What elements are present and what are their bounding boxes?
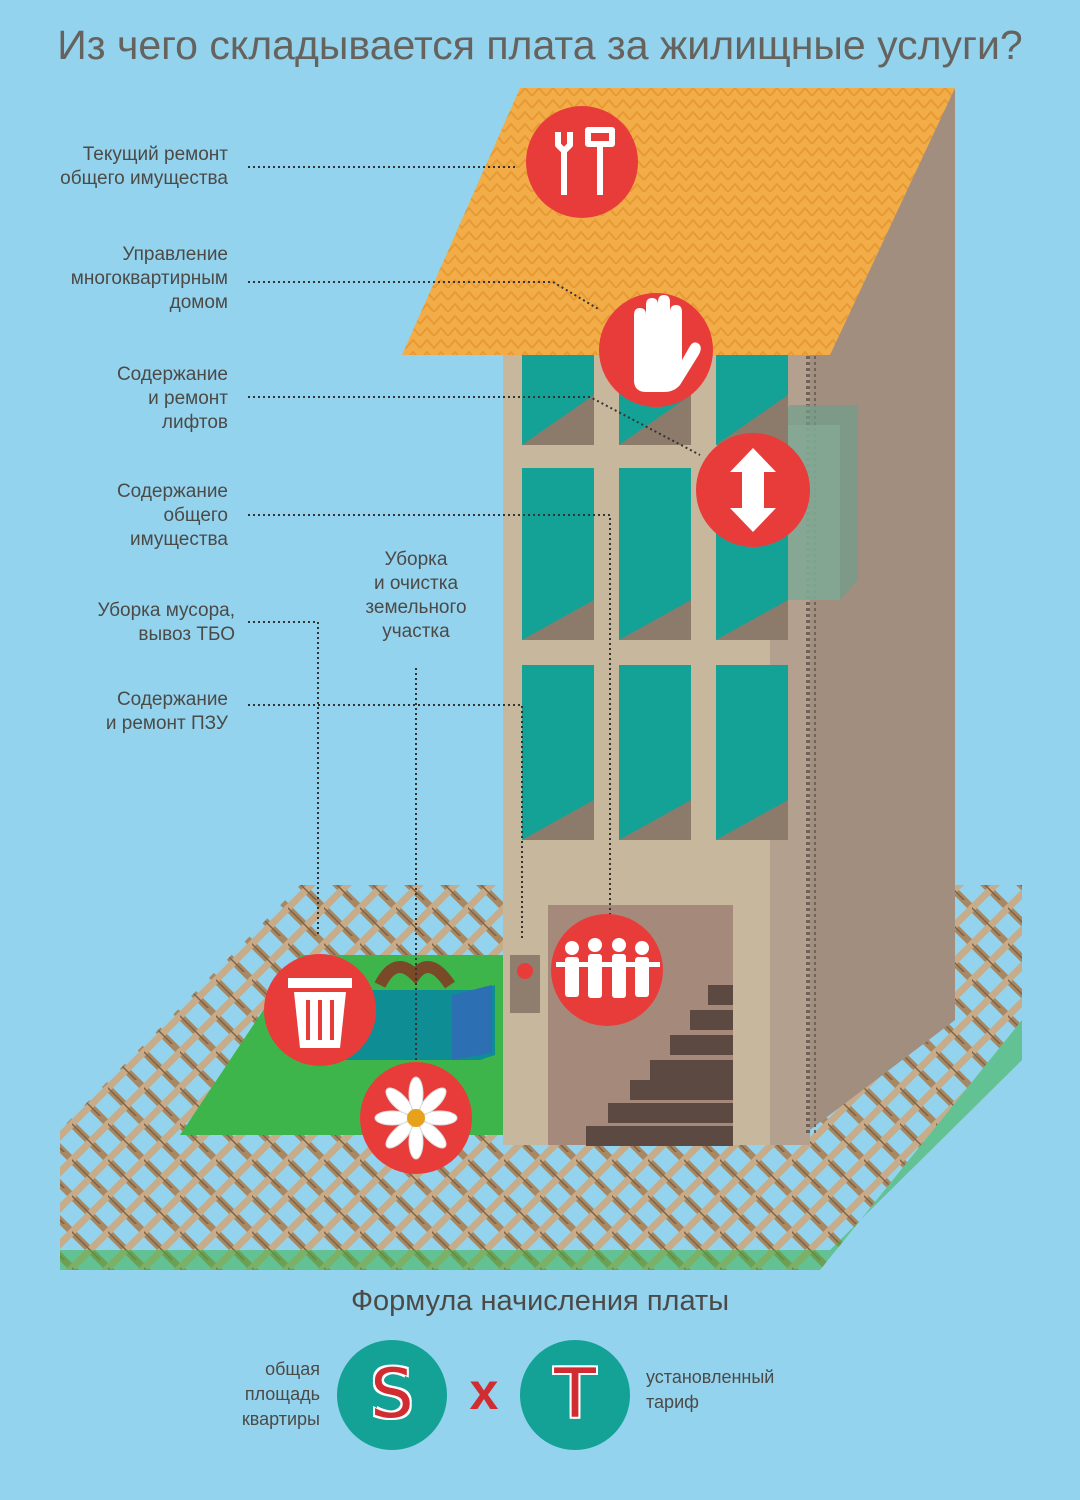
label-elevators: Содержание и ремонт лифтов <box>116 364 228 433</box>
formula-title: Формула начисления платы <box>350 1285 730 1317</box>
formula-multiply-sign: x <box>469 1363 499 1421</box>
label-common-property: Содержание общего имущества <box>116 481 228 550</box>
label-management: Управление многоквартирным домом <box>70 244 228 313</box>
flower-icon <box>360 1062 472 1174</box>
people-icon <box>551 914 663 1026</box>
trash-icon <box>264 954 376 1066</box>
tools-icon <box>526 106 638 218</box>
label-pzu: Содержание и ремонт ПЗУ <box>105 689 228 734</box>
formula-area-caption: общая площадь квартиры <box>241 1359 320 1429</box>
label-garbage: Уборка мусора, вывоз ТБО <box>97 600 236 645</box>
leader-lines <box>248 166 701 1060</box>
formula-t-circle: T <box>520 1340 630 1450</box>
label-current-repair: Текущий ремонт общего имущества <box>60 144 228 189</box>
windows <box>522 355 788 840</box>
formula-s-circle: S <box>337 1340 447 1450</box>
arrows-updown-icon <box>696 433 810 547</box>
stairs <box>586 985 733 1146</box>
hand-icon <box>599 293 713 407</box>
page-title: Из чего складывается плата за жилищные у… <box>57 22 1023 68</box>
formula-tariff-caption: установленный тариф <box>646 1367 775 1412</box>
label-land-cleaning: Уборка и очистка земельного участка <box>365 549 467 642</box>
